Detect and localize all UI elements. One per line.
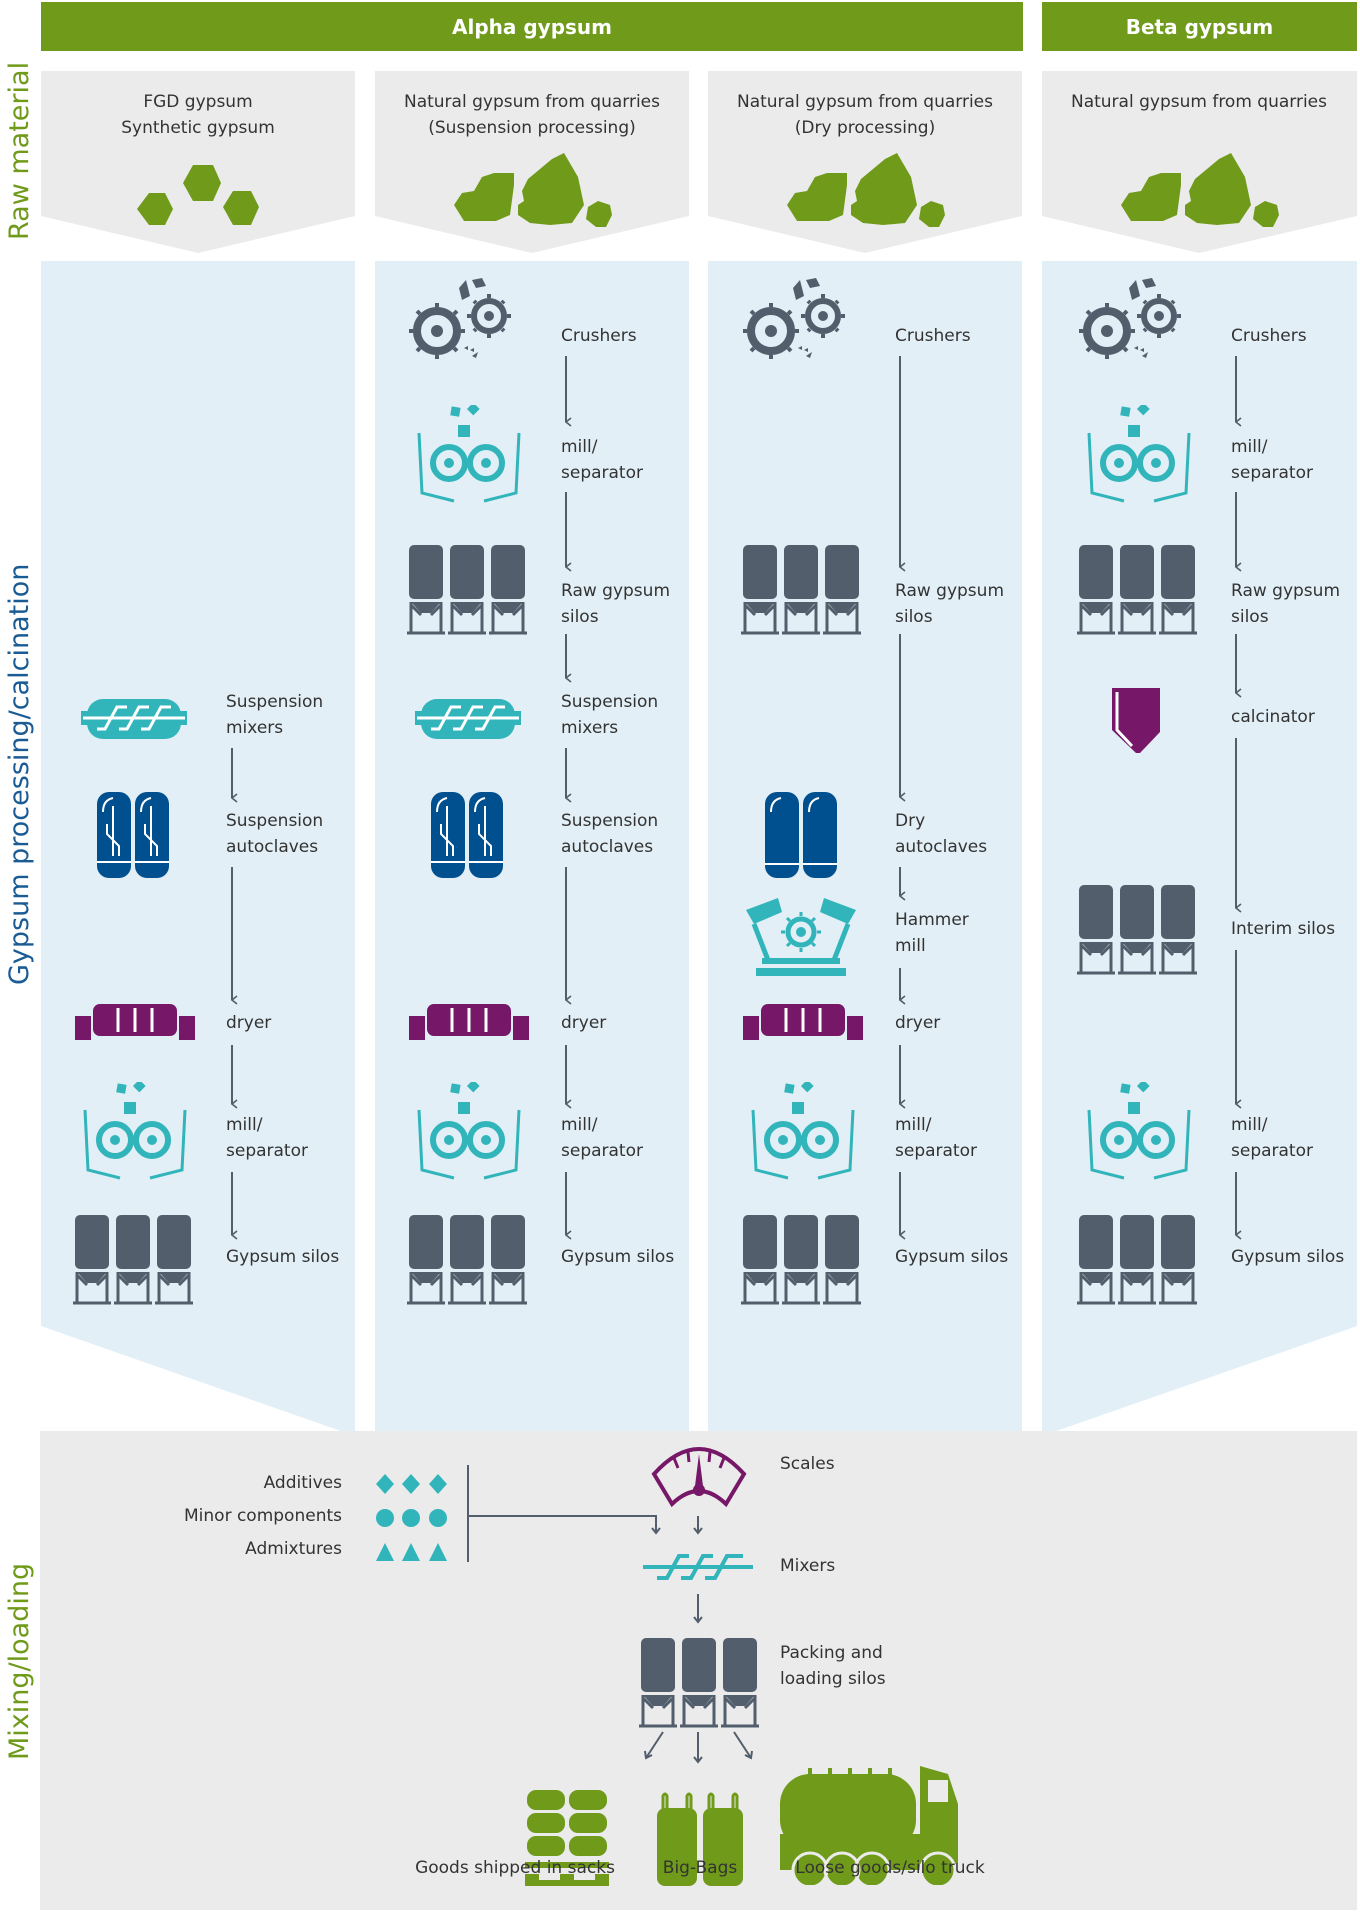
dryer-icon (743, 1002, 863, 1042)
step-label: Crushers (1231, 326, 1307, 346)
admixtures-triangles-icon (376, 1543, 447, 1561)
suspension-autoclave-icon (429, 790, 505, 880)
silos-icon (407, 1215, 527, 1305)
suspension-mixer-icon (79, 697, 189, 741)
additives-diamonds-icon (376, 1474, 447, 1494)
mixing-graphics (376, 1465, 753, 1764)
minor-components-circles-icon (376, 1509, 447, 1527)
step-label: mill/separator (561, 1115, 643, 1161)
raw-label-line: Synthetic gypsum (121, 118, 275, 138)
raw-label-line: Natural gypsum from quarries (403, 92, 660, 112)
raw-material-natural-beta: Natural gypsum from quarries (1042, 71, 1356, 253)
dry-autoclave-icon (763, 790, 839, 880)
raw-panel-4 (1042, 71, 1357, 253)
beta-gypsum-title: Beta gypsum (1125, 14, 1274, 39)
raw-label-line: (Suspension processing) (428, 118, 636, 138)
silos-icon (741, 1215, 861, 1305)
raw-material-natural-dry: Natural gypsum from quarries (Dry process… (708, 71, 1022, 253)
dryer-icon (75, 1002, 195, 1042)
step-label: dryer (561, 1013, 607, 1033)
raw-panel-1 (41, 71, 355, 253)
step-label: mill/separator (226, 1115, 308, 1161)
output-sacks-label: Goods shipped in sacks (415, 1858, 615, 1878)
crushers-icon (404, 276, 524, 366)
input-additives-label: Additives (263, 1473, 342, 1493)
raw-label-line: FGD gypsum (143, 92, 253, 112)
step-label: Gypsum silos (561, 1247, 675, 1267)
step-label: Interim silos (1231, 919, 1336, 939)
step-label: Gypsum silos (226, 1247, 340, 1267)
silos-icon (1077, 885, 1197, 975)
step-label: mill/separator (561, 437, 643, 483)
crushers-icon (738, 276, 858, 366)
step-label: calcinator (1231, 707, 1315, 727)
mill-separator-icon (748, 1082, 858, 1182)
raw-material-natural-suspension: Natural gypsum from quarries (Suspension … (375, 71, 689, 253)
process-arrows (231, 356, 1360, 1600)
step-label: Gypsum silos (1231, 1247, 1345, 1267)
raw-label-line: Natural gypsum from quarries (1070, 92, 1327, 112)
silos-icon (1077, 545, 1197, 635)
step-label: Crushers (895, 326, 971, 346)
mill-separator-icon (414, 405, 524, 505)
silos-icon (639, 1638, 759, 1728)
dryer-icon (409, 1002, 529, 1042)
raw-label-line: (Dry processing) (794, 118, 936, 138)
mill-separator-icon (80, 1082, 190, 1182)
step-label: mill/separator (895, 1115, 977, 1161)
silos-icon (741, 545, 861, 635)
suspension-mixer-icon (413, 697, 523, 741)
calcinator-icon (1112, 688, 1162, 754)
input-minor-components-label: Minor components (184, 1506, 342, 1526)
mix-step-mixers-label: Mixers (780, 1556, 836, 1576)
step-label: mill/separator (1231, 1115, 1313, 1161)
mixers-icon (643, 1552, 753, 1582)
mix-step-scales-label: Scales (780, 1454, 835, 1474)
crushers-icon (1074, 276, 1194, 366)
hammer-mill-icon (746, 898, 856, 978)
silos-icon (1077, 1215, 1197, 1305)
alpha-gypsum-header: Alpha gypsum (41, 2, 1023, 51)
step-label: mill/separator (1231, 437, 1313, 483)
scales-icon (644, 1438, 754, 1508)
raw-label-line: Natural gypsum from quarries (736, 92, 993, 112)
process-panel-1 (41, 261, 355, 1436)
output-big-bags-label: Big-Bags (662, 1858, 738, 1878)
suspension-autoclave-icon (95, 790, 171, 880)
step-label: Crushers (561, 326, 637, 346)
beta-gypsum-header: Beta gypsum (1042, 2, 1357, 51)
alpha-gypsum-title: Alpha gypsum (452, 14, 612, 39)
silos-icon (73, 1215, 193, 1305)
silos-icon (407, 545, 527, 635)
mill-separator-icon (1084, 405, 1194, 505)
mill-separator-icon (414, 1082, 524, 1182)
input-admixtures-label: Admixtures (245, 1539, 342, 1559)
step-label: dryer (226, 1013, 272, 1033)
output-silo-truck-label: Loose goods/silo truck (795, 1858, 985, 1878)
step-label: Gypsum silos (895, 1247, 1009, 1267)
mill-separator-icon (1084, 1082, 1194, 1182)
step-label: dryer (895, 1013, 941, 1033)
